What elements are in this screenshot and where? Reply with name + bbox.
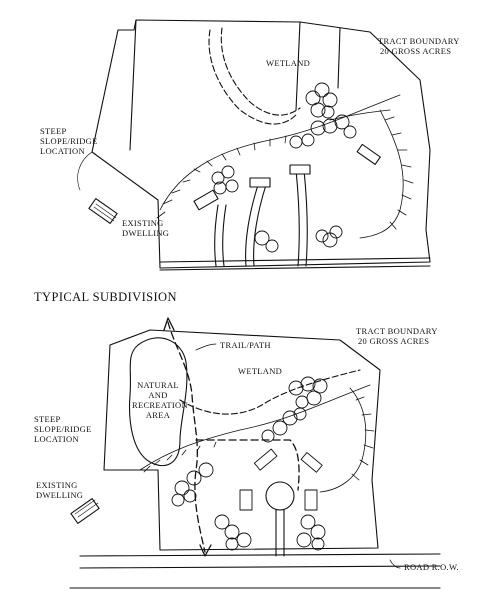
top-tract-label-line2: 20 GROSS ACRES — [380, 46, 452, 56]
trail-path-label: TRAIL/PATH — [220, 340, 271, 350]
top-slope-label-line1: STEEP — [40, 126, 67, 136]
natural-area-label-line4: AREA — [145, 410, 171, 420]
natural-area-label-line1: NATURAL — [137, 380, 179, 390]
bottom-houses — [239, 448, 323, 511]
bottom-slope-label-line2: SLOPE/RIDGE — [34, 424, 92, 434]
cul-de-sac — [265, 481, 295, 511]
bottom-road — [79, 553, 441, 557]
top-wetland-label: WETLAND — [266, 58, 311, 68]
bottom-slope-label-line1: STEEP — [34, 414, 61, 424]
top-wetland-edge — [208, 29, 297, 125]
bottom-wetland-edge — [179, 369, 361, 415]
bottom-wetland-label: WETLAND — [238, 366, 283, 376]
top-plan — [77, 19, 431, 271]
top-dwelling-label-line2: DWELLING — [122, 228, 170, 238]
bottom-steep-slope — [139, 384, 375, 493]
bottom-plan — [69, 317, 441, 589]
bottom-tract-boundary — [103, 329, 381, 551]
trail-path — [167, 321, 206, 553]
top-tract-label-line1: TRACT BOUNDARY — [378, 36, 460, 46]
natural-recreation-area — [129, 337, 188, 467]
top-slope-label-line2: SLOPE/RIDGE — [40, 136, 98, 146]
bottom-dwelling-label-line2: DWELLING — [36, 490, 84, 500]
top-dwelling-label-line1: EXISTING — [122, 218, 164, 228]
natural-area-label-line3: RECREATION — [132, 400, 188, 410]
top-slope-label-line3: LOCATION — [40, 146, 85, 156]
bottom-trees — [171, 376, 328, 551]
top-houses — [193, 143, 381, 211]
road-row-label: ROAD R.O.W. — [404, 562, 459, 572]
bottom-tract-label-line1: TRACT BOUNDARY — [356, 326, 438, 336]
bottom-existing-dwelling — [70, 498, 100, 524]
bottom-slope-label-line3: LOCATION — [34, 434, 79, 444]
top-trees — [211, 82, 357, 253]
bottom-tract-label-line2: 20 GROSS ACRES — [358, 336, 430, 346]
natural-area-label-line2: AND — [148, 390, 168, 400]
top-existing-dwelling — [88, 198, 118, 224]
top-road — [159, 257, 431, 263]
section-heading: TYPICAL SUBDIVISION — [34, 290, 177, 304]
top-steep-slope — [156, 94, 414, 239]
bottom-dwelling-label-line1: EXISTING — [36, 480, 78, 490]
